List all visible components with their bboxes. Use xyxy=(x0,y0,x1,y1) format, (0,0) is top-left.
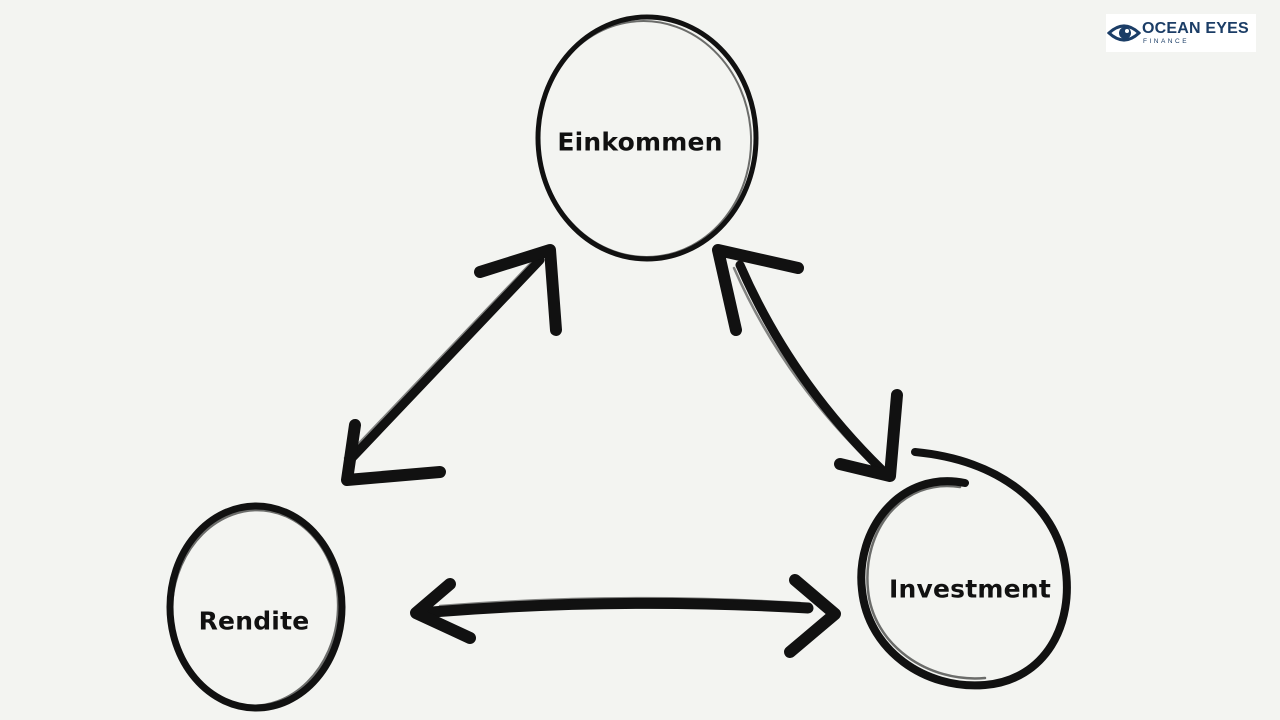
rendite-label: Rendite xyxy=(198,606,310,636)
logo-subtitle: FINANCE xyxy=(1143,37,1190,45)
arrow-einkommen-investment xyxy=(712,244,903,482)
brand-logo: OCEAN EYES FINANCE xyxy=(1106,14,1256,52)
einkommen-circle xyxy=(535,14,759,262)
arrow-einkommen-rendite xyxy=(341,244,562,486)
arrow-rendite-investment xyxy=(410,574,841,658)
investment-label: Investment xyxy=(889,574,1051,604)
eye-icon xyxy=(1106,14,1142,52)
rendite-circle xyxy=(166,502,346,712)
investment-circle xyxy=(857,448,1071,690)
logo-name: OCEAN EYES xyxy=(1142,19,1249,37)
einkommen-label: Einkommen xyxy=(557,127,723,157)
